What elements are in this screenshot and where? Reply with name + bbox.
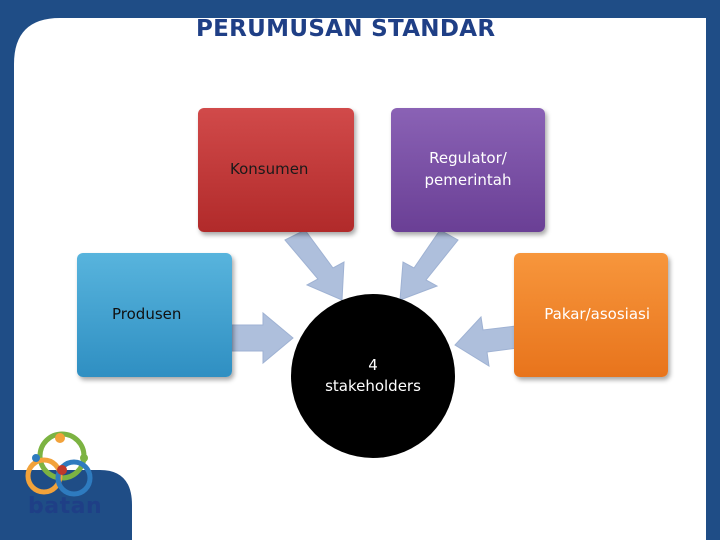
box-konsumen: Konsumen: [198, 108, 354, 232]
box-pakar-label: Pakar/asosiasi: [544, 305, 650, 324]
box-produsen: Produsen: [77, 253, 232, 377]
box-konsumen-label: Konsumen: [230, 160, 309, 179]
page-title: PERUMUSAN STANDAR: [196, 16, 496, 42]
batan-logo-icon: [25, 431, 93, 497]
box-produsen-label: Produsen: [112, 305, 182, 324]
box-regulator-label: Regulator/ pemerintah: [424, 149, 512, 189]
box-pakar: Pakar/asosiasi: [514, 253, 668, 377]
center-stakeholders-circle: 4 stakeholders: [291, 294, 455, 458]
box-regulator: Regulator/ pemerintah: [391, 108, 545, 232]
batan-logo-text: batan: [28, 494, 103, 519]
center-label: 4 stakeholders: [325, 356, 421, 395]
